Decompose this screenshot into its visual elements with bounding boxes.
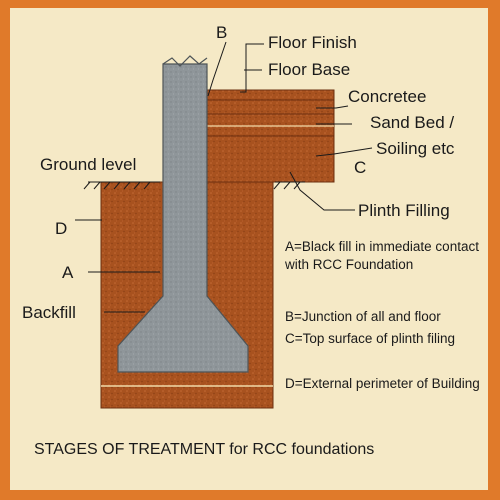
label-a: A (62, 263, 74, 282)
rcc-column-footing (117, 63, 249, 373)
ground-hatch (83, 181, 305, 190)
label-d: D (55, 219, 68, 238)
floor-finish-layer (206, 89, 335, 101)
label-c: C (354, 158, 367, 177)
sand-bed-layer (206, 113, 335, 137)
label-concrete: Concretee (348, 87, 427, 106)
legend-a: A=Black fill in immediate contact with R… (285, 239, 479, 272)
label-plinth-filling: Plinth Filling (358, 201, 450, 220)
label-floor-base: Floor Base (268, 60, 351, 79)
label-ground-level: Ground level (40, 155, 137, 174)
label-backfill: Backfill (22, 303, 76, 322)
label-b: B (216, 23, 228, 42)
leader-lines (75, 41, 373, 313)
label-floor-finish: Floor Finish (268, 33, 357, 52)
label-sand-bed: Sand Bed / (370, 113, 455, 132)
plinth-filling-layer (206, 135, 335, 183)
legend-d: D=External perimeter of Building (285, 376, 480, 391)
legend-c: C=Top surface of plinth filing (285, 331, 455, 346)
diagram-caption: STAGES OF TREATMENT for RCC foundations (34, 441, 375, 458)
legend-b: B=Junction of all and floor (285, 309, 441, 324)
floor-base-layer (206, 99, 335, 115)
label-soiling: Soiling etc (376, 139, 455, 158)
